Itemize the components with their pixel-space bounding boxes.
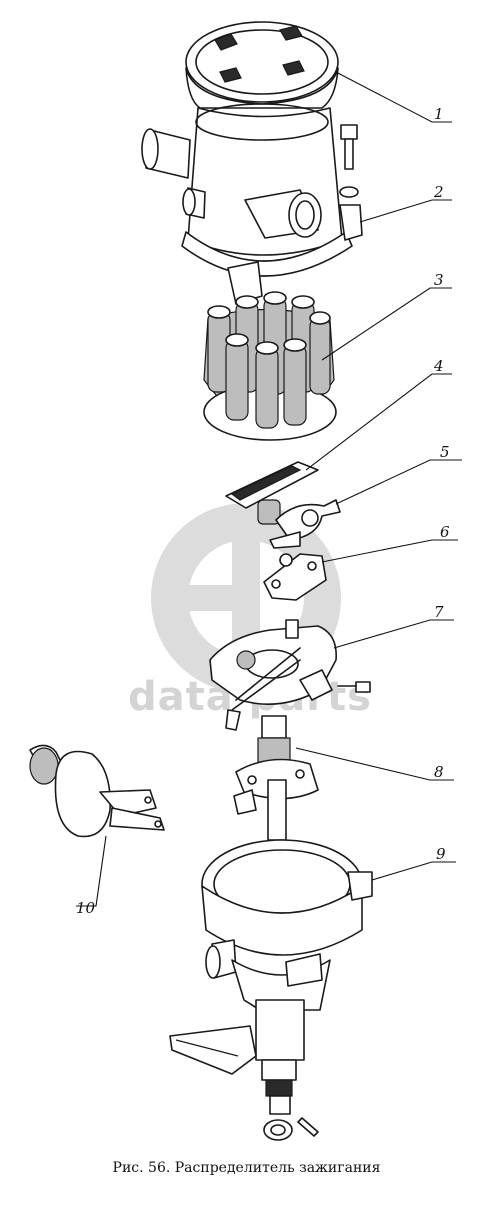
figure-caption: Рис. 56. Распределитель зажигания	[112, 1160, 381, 1176]
callout-2: 2	[433, 183, 444, 201]
callout-9: 9	[436, 845, 446, 863]
leader-lines	[76, 71, 462, 907]
callout-6: 6	[440, 523, 450, 541]
part-8-shaft	[233, 715, 319, 841]
callout-4: 4	[433, 357, 444, 375]
callout-8: 8	[434, 763, 444, 781]
part-6-breaker-plate	[263, 553, 327, 601]
callout-7: 7	[434, 603, 444, 621]
callout-3: 3	[434, 271, 444, 289]
part-1-cap	[141, 21, 363, 305]
part-7-plate-assembly	[209, 619, 371, 731]
callout-5: 5	[440, 443, 450, 461]
part-5-lever	[269, 499, 341, 549]
part-10-vacuum-unit	[29, 744, 165, 838]
part-9-body	[169, 839, 373, 1141]
part-4-rotor	[225, 461, 319, 525]
part-3-distributor-cover	[203, 291, 337, 441]
callout-1: 1	[434, 105, 444, 123]
callout-10: 10	[76, 899, 96, 917]
